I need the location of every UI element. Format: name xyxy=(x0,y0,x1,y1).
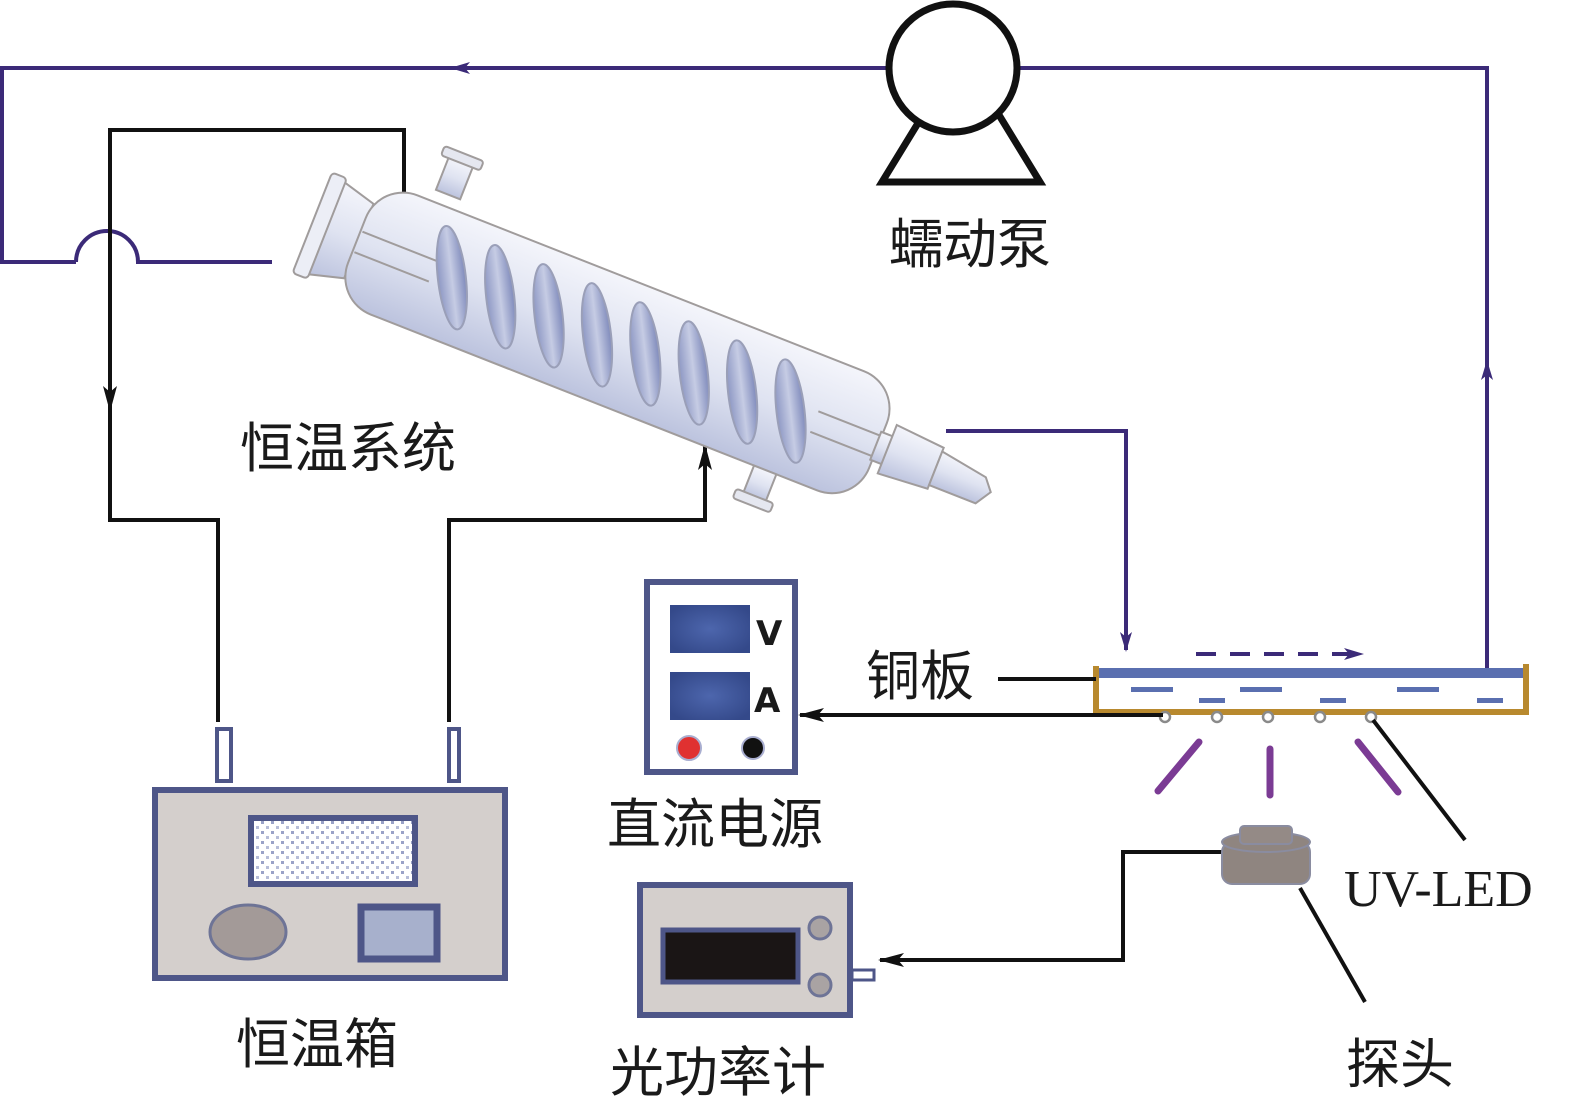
uv-led-label: UV-LED xyxy=(1344,861,1533,918)
black-terminal xyxy=(741,736,765,760)
uv-led-3 xyxy=(1261,710,1275,724)
thermostat-display xyxy=(357,903,441,963)
optical-power-meter-icon xyxy=(637,882,876,1018)
copper-frame xyxy=(1093,664,1529,715)
uv-led-5 xyxy=(1364,710,1378,724)
red-terminal xyxy=(676,735,702,761)
flow-line-crossover-arc xyxy=(74,229,272,264)
uv-led-leader xyxy=(1371,718,1467,842)
flow-line-condenser-to-plate xyxy=(946,429,1132,652)
meter-input-port xyxy=(850,968,876,982)
thermostat-box-label: 恒温箱 xyxy=(236,1013,398,1076)
condenser-label: 恒温系统 xyxy=(240,417,456,480)
electrical-lines xyxy=(798,677,1467,1003)
copper-plate-top xyxy=(1099,668,1523,678)
thermostat-port-left xyxy=(215,727,233,783)
probe-to-meter-wire xyxy=(878,850,1226,967)
peristaltic-pump-icon xyxy=(875,0,1047,186)
liquid-loop xyxy=(0,62,1493,668)
thermostat-knob xyxy=(208,903,288,961)
uv-light-rays xyxy=(1154,738,1402,799)
coolant-line-out xyxy=(108,128,406,722)
dc-power-supply-icon: V A xyxy=(644,579,798,775)
coolant-loop xyxy=(103,128,712,722)
meter-button-bottom xyxy=(807,972,833,998)
meter-button-top xyxy=(807,915,833,941)
power-meter-label: 光功率计 xyxy=(610,1041,826,1104)
current-display xyxy=(670,672,750,720)
dc-power-label: 直流电源 xyxy=(607,793,823,856)
thermostat-box-icon xyxy=(152,727,508,981)
pump-label: 蠕动泵 xyxy=(889,213,1051,276)
current-unit: A xyxy=(754,681,781,721)
uv-led-4 xyxy=(1313,710,1327,724)
coolant-line-in xyxy=(447,444,712,722)
thermostat-dotted-panel xyxy=(248,815,418,887)
thermostat-port-right xyxy=(447,727,461,783)
copper-plate-reactor xyxy=(1093,664,1529,799)
copper-plate-label: 铜板 xyxy=(866,645,974,708)
flow-line-pump-to-left xyxy=(0,66,888,264)
uv-led-2 xyxy=(1210,710,1224,724)
probe-label: 探头 xyxy=(1346,1033,1454,1096)
probe-icon xyxy=(1221,825,1311,885)
condenser-coil xyxy=(435,225,807,464)
flow-line-plate-to-pump xyxy=(1018,66,1489,668)
meter-display xyxy=(660,927,801,985)
water-dashes xyxy=(1131,687,1503,703)
voltage-unit: V xyxy=(756,614,783,654)
probe-leader xyxy=(1298,887,1367,1003)
voltage-display xyxy=(670,605,750,653)
spiral-condenser-icon xyxy=(292,145,992,513)
